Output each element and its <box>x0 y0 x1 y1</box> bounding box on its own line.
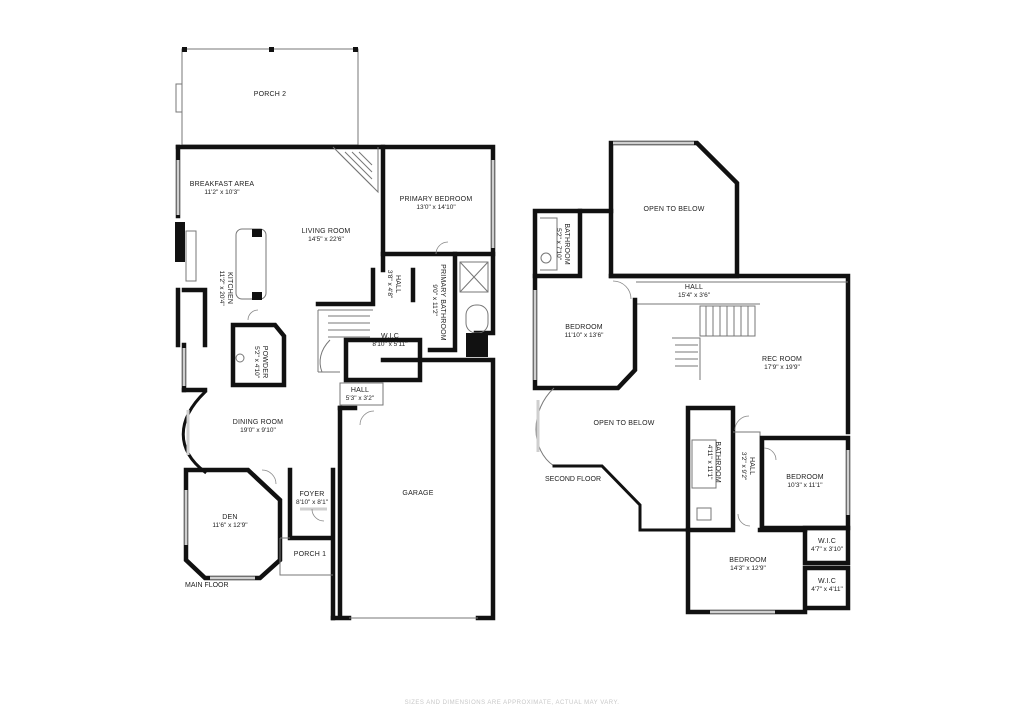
room-name: BATHROOM <box>563 223 571 265</box>
room-dims: 3'2" x 9'2" <box>739 451 747 481</box>
room-primary-bedroom: PRIMARY BEDROOM 13'0" x 14'10" <box>392 196 480 212</box>
room-powder: POWDER 5'2" x 4'10" <box>252 338 268 386</box>
room-wic-upper-2: W.I.C 4'7" x 4'11" <box>806 578 848 594</box>
room-dims: 5'2" x 7'10" <box>554 228 562 261</box>
room-name: BEDROOM <box>729 557 767 564</box>
room-dims: 11'10" x 13'6" <box>564 332 604 340</box>
room-bedroom-2: BEDROOM 10'3" x 11'1" <box>777 474 833 490</box>
room-name: OPEN TO BELOW <box>593 420 655 427</box>
room-dims: 3'8" x 4'8" <box>385 269 393 299</box>
room-name: HALL <box>684 284 704 291</box>
room-dims: 5'2" x 4'10" <box>252 346 260 379</box>
room-name: PRIMARY BEDROOM <box>399 196 473 203</box>
room-dims: 13'0" x 14'10" <box>416 204 456 212</box>
room-hall-upper-2: HALL 3'2" x 9'2" <box>739 444 755 488</box>
second-floor-label: SECOND FLOOR <box>545 476 602 483</box>
second-floor-walls <box>532 140 851 615</box>
room-bathroom-upper-1: BATHROOM 5'2" x 7'10" <box>554 216 570 272</box>
room-wic-upper-1: W.I.C 4'7" x 3'10" <box>806 538 848 554</box>
room-dims: 11'2" x 20'4" <box>217 270 225 306</box>
room-dims: 4'7" x 3'10" <box>810 546 844 554</box>
room-name: BEDROOM <box>565 324 603 331</box>
room-dims: 8'10" x 5'11" <box>372 341 408 349</box>
room-name: BREAKFAST AREA <box>189 181 255 188</box>
room-name: W.I.C <box>817 538 837 545</box>
room-dims: 4'7" x 4'11" <box>811 586 843 594</box>
room-kitchen: KITCHEN 11'2" x 20'4" <box>217 255 233 321</box>
room-hall-upper-1: HALL 15'4" x 3'6" <box>670 284 718 300</box>
room-name: OPEN TO BELOW <box>643 206 705 213</box>
room-name: BEDROOM <box>786 474 824 481</box>
room-name: HALL <box>748 456 756 476</box>
room-bathroom-upper-2: BATHROOM 4'11" x 11'1" <box>705 434 721 490</box>
room-living-room: LIVING ROOM 14'5" x 22'6" <box>290 228 362 244</box>
room-dims: 11'6" x 12'9" <box>212 522 248 530</box>
room-dims: 10'3" x 11'1" <box>787 482 823 490</box>
room-garage: GARAGE <box>392 490 444 498</box>
main-floor-walls <box>175 47 496 621</box>
room-open-to-below-2: OPEN TO BELOW <box>588 420 660 428</box>
room-dims: 14'3" x 12'9" <box>730 565 766 573</box>
room-name: PORCH 2 <box>253 91 287 98</box>
room-primary-bathroom: PRIMARY BATHROOM 9'0" x 11'2" <box>430 264 447 341</box>
room-name: BATHROOM <box>714 441 722 483</box>
room-dims: 8'10" x 8'1" <box>295 499 329 507</box>
room-dims: 11'2" x 10'3" <box>204 189 240 197</box>
room-breakfast-area: BREAKFAST AREA 11'2" x 10'3" <box>180 181 264 197</box>
room-dims: 15'4" x 3'6" <box>677 292 711 300</box>
room-name: HALL <box>394 274 402 294</box>
room-dims: 9'0" x 11'2" <box>430 284 438 316</box>
disclaimer-text: SIZES AND DIMENSIONS ARE APPROXIMATE, AC… <box>404 700 620 706</box>
room-name: GARAGE <box>402 490 434 497</box>
room-dining-room: DINING ROOM 19'0" x 9'10" <box>226 419 290 435</box>
room-name: PORCH 1 <box>293 551 327 558</box>
room-name: FOYER <box>299 491 325 498</box>
room-dims: 5'3" x 3'2" <box>345 395 375 403</box>
room-name: PRIMARY BATHROOM <box>439 264 447 341</box>
room-name: DINING ROOM <box>232 419 284 426</box>
room-name: W.I.C <box>380 333 400 340</box>
room-foyer: FOYER 8'10" x 8'1" <box>288 491 336 507</box>
room-hall-main-2: HALL 5'3" x 3'2" <box>336 387 384 403</box>
room-dims: 14'5" x 22'6" <box>308 236 344 244</box>
room-bedroom-3: BEDROOM 14'3" x 12'9" <box>720 557 776 573</box>
room-name: W.I.C <box>817 578 837 585</box>
room-porch-1: PORCH 1 <box>290 551 330 559</box>
room-name: DEN <box>222 514 238 521</box>
room-dims: 19'0" x 9'10" <box>240 427 276 435</box>
room-name: LIVING ROOM <box>301 228 351 235</box>
room-dims: 4'11" x 11'1" <box>705 444 713 480</box>
room-rec-room: REC ROOM 17'9" x 19'9" <box>754 356 810 372</box>
room-open-to-below-1: OPEN TO BELOW <box>638 206 710 214</box>
room-hall-main-1: HALL 3'8" x 4'8" <box>385 266 401 302</box>
room-bedroom-1: BEDROOM 11'10" x 13'6" <box>556 324 612 340</box>
room-wic-main: W.I.C 8'10" x 5'11" <box>364 333 416 349</box>
room-dims: 17'9" x 19'9" <box>764 364 800 372</box>
room-name: HALL <box>350 387 370 394</box>
room-name: KITCHEN <box>226 272 234 305</box>
room-den: DEN 11'6" x 12'9" <box>206 514 254 530</box>
room-name: REC ROOM <box>761 356 803 363</box>
room-name: POWDER <box>261 345 269 379</box>
main-floor-label: MAIN FLOOR <box>185 582 229 589</box>
room-porch-2: PORCH 2 <box>240 91 300 99</box>
